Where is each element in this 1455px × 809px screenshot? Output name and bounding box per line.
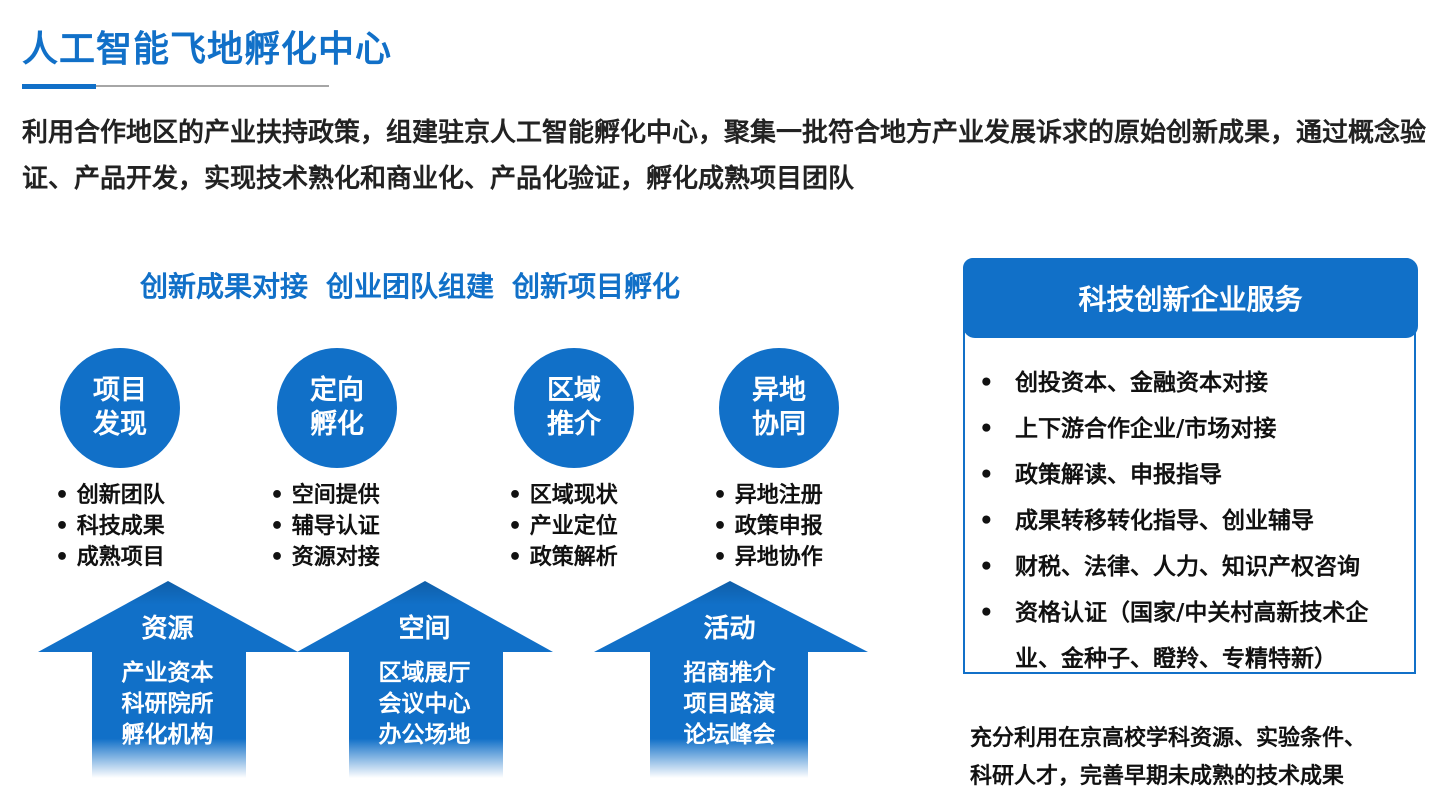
arrow-title: 活动	[703, 614, 756, 644]
list-item: 成熟项目	[55, 542, 165, 573]
stage-circle-collaboration: 异地协同	[719, 348, 839, 468]
list-item: 创新团队	[55, 480, 165, 511]
arrow-title: 空间	[398, 614, 451, 644]
arrow-item: 论坛峰会	[683, 722, 776, 748]
arrow-item: 科研院所	[121, 691, 214, 717]
tagline-item: 创新成果对接	[140, 270, 309, 303]
arrow-item: 会议中心	[378, 691, 471, 717]
stage-circle-incubation: 定向孵化	[277, 348, 397, 468]
list-item: 异地注册	[713, 480, 823, 511]
list-item: 科技成果	[55, 511, 165, 542]
intro-text: 利用合作地区的产业扶持政策，组建驻京人工智能孵化中心，聚集一批符合地方产业发展诉…	[22, 118, 1427, 194]
stage-label: 协同	[752, 409, 806, 440]
up-arrow-shape	[594, 581, 868, 778]
stage-list: 空间提供辅导认证资源对接	[270, 480, 380, 573]
arrow-item: 招商推介	[683, 660, 776, 686]
page-title: 人工智能飞地孵化中心	[22, 29, 393, 70]
stage-label: 推介	[547, 409, 601, 440]
service-item: •上下游合作企业/市场对接	[979, 416, 1277, 442]
list-item: 政策解析	[508, 542, 618, 573]
service-item: •政策解读、申报指导	[979, 462, 1222, 488]
service-item: •成果转移转化指导、创业辅导	[979, 508, 1314, 534]
stage-list: 创新团队科技成果成熟项目	[55, 480, 165, 573]
list-item: 政策申报	[713, 511, 823, 542]
stage-label: 定向	[310, 375, 364, 406]
arrow-item: 产业资本	[121, 660, 214, 686]
stage-circle-discovery: 项目发现	[60, 348, 180, 468]
tagline: 创新成果对接创业团队组建创新项目孵化	[140, 265, 698, 305]
note-line: 科研人才，完善早期未成熟的技术成果	[970, 764, 1345, 789]
stage-circle-promotion: 区域推介	[514, 348, 634, 468]
service-item: •财税、法律、人力、知识产权咨询	[979, 554, 1360, 580]
services-panel: 科技创新企业服务 •创投资本、金融资本对接 •上下游合作企业/市场对接 •政策解…	[963, 258, 1418, 674]
list-item: 区域现状	[508, 480, 618, 511]
stage-label: 孵化	[310, 409, 364, 440]
tagline-item: 创业团队组建	[326, 270, 495, 303]
stage-label: 项目	[93, 375, 147, 406]
service-item: •资格认证（国家/中关村高新技术企业、金种子、瞪羚、专精特新）	[979, 600, 1369, 672]
service-item: •创投资本、金融资本对接	[979, 370, 1268, 396]
stage-list: 异地注册政策申报异地协作	[713, 480, 823, 573]
list-item: 异地协作	[713, 542, 823, 573]
stage-list: 区域现状产业定位政策解析	[508, 480, 618, 573]
services-title: 科技创新企业服务	[963, 258, 1418, 338]
arrow-space: 空间 区域展厅会议中心办公场地	[287, 580, 562, 780]
stage-label: 区域	[547, 375, 601, 406]
stage-label: 发现	[93, 409, 147, 440]
tagline-item: 创新项目孵化	[512, 270, 681, 303]
arrow-item: 区域展厅	[378, 660, 471, 686]
arrow-resources: 资源 产业资本科研院所孵化机构	[30, 580, 305, 780]
arrow-title: 资源	[141, 614, 194, 644]
list-item: 产业定位	[508, 511, 618, 542]
arrow-item: 办公场地	[378, 722, 471, 748]
up-arrow-shape	[38, 581, 298, 778]
note-line: 充分利用在京高校学科资源、实验条件、	[970, 726, 1367, 751]
note-text: 充分利用在京高校学科资源、实验条件、 科研人才，完善早期未成熟的技术成果	[970, 720, 1366, 796]
title-divider-accent	[22, 84, 96, 89]
arrow-item: 孵化机构	[121, 722, 214, 748]
list-item: 辅导认证	[270, 511, 380, 542]
list-item: 资源对接	[270, 542, 380, 573]
title-divider	[22, 85, 329, 87]
arrow-item: 项目路演	[683, 691, 776, 717]
up-arrow-shape	[297, 581, 553, 778]
stage-label: 异地	[752, 375, 806, 406]
arrow-activities: 活动 招商推介项目路演论坛峰会	[592, 580, 868, 780]
list-item: 空间提供	[270, 480, 380, 511]
